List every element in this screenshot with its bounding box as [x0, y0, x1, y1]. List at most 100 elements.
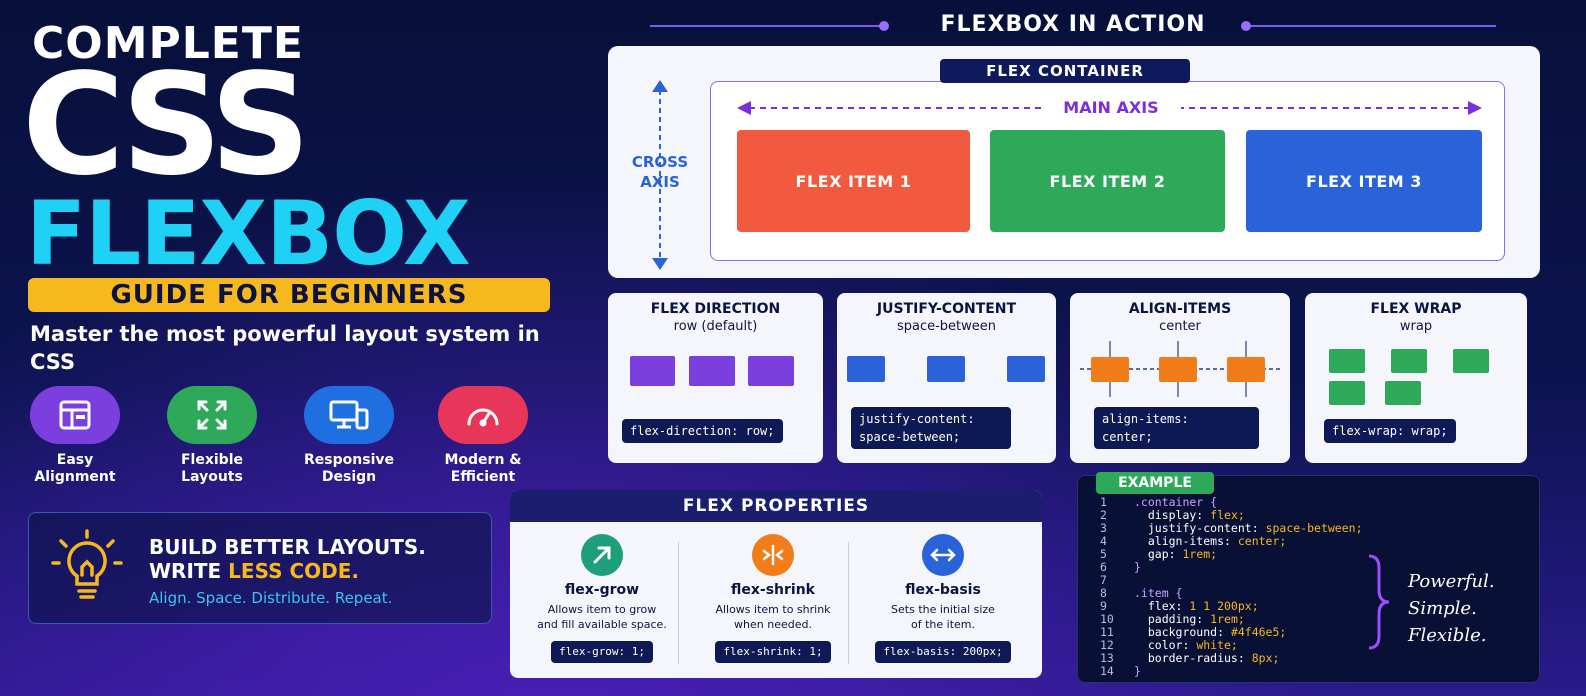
flex-container-box: MAIN AXIS FLEX ITEM 1 FLEX ITEM 2 FLEX I… — [710, 81, 1505, 261]
code-line: 5 gap: 1rem; — [1100, 548, 1363, 561]
code-value: space-between; — [1265, 521, 1363, 535]
feature-label: Alignment — [34, 469, 116, 485]
property-name: flex-shrink — [731, 582, 815, 598]
code-selector: .container { — [1134, 495, 1218, 509]
line-number: 9 — [1100, 599, 1107, 613]
code-value: center; — [1237, 534, 1287, 548]
code-line: space-between; — [859, 430, 961, 444]
code-line: 13 border-radius: 8px; — [1100, 652, 1363, 665]
hero-subtitle: Master the most powerful layout system i… — [30, 322, 540, 374]
line-number: 13 — [1100, 651, 1114, 665]
cross-axis-word: CROSS — [631, 153, 689, 171]
code-line: 3 justify-content: space-between; — [1100, 522, 1363, 535]
note-line: Simple. — [1408, 598, 1477, 619]
card-code: flex-wrap: wrap; — [1324, 419, 1456, 443]
card-title: FLEX WRAP — [1370, 301, 1462, 317]
code-line: 2 display: flex; — [1100, 509, 1363, 522]
curly-brace-decoration — [1368, 554, 1390, 650]
code-line: 4 align-items: center; — [1100, 535, 1363, 548]
property-name: flex-grow — [564, 582, 640, 598]
note-line: Powerful. — [1408, 571, 1495, 592]
line-number: 11 — [1100, 625, 1114, 639]
code-selector: } — [1134, 664, 1141, 678]
description-line: Sets the initial size — [891, 603, 995, 616]
main-axis-arrow — [737, 101, 1482, 115]
cross-axis-arrow — [652, 80, 668, 270]
lightbulb-icon — [47, 529, 127, 613]
card-title: JUSTIFY-CONTENT — [876, 301, 1017, 317]
build-headline: BUILD BETTER LAYOUTS.WRITE LESS CODE. — [149, 535, 426, 583]
card-justify-content: JUSTIFY-CONTENT space-between justify-co… — [837, 293, 1056, 463]
description-line: Allows item to shrink — [715, 603, 831, 616]
line-number: 4 — [1100, 534, 1107, 548]
properties-title: FLEX PROPERTIES — [510, 490, 1042, 522]
build-line2: WRITE — [149, 559, 229, 583]
code-property: border-radius: — [1134, 651, 1252, 665]
guide-banner: GUIDE FOR BEGINNERS — [28, 278, 550, 312]
code-line: 14} — [1100, 665, 1363, 678]
align-center-illustration — [1080, 341, 1280, 397]
code-value: 8px; — [1251, 651, 1280, 665]
code-line: center; — [1102, 430, 1153, 444]
card-flex-direction: FLEX DIRECTION row (default) flex-direct… — [608, 293, 823, 463]
example-code-panel: EXAMPLE 1.container {2 display: flex;3 j… — [1077, 472, 1540, 683]
code-line: align-items: — [1102, 412, 1189, 426]
code-value: #4f46e5; — [1230, 625, 1287, 639]
feature-label: Responsive — [304, 452, 394, 468]
code-listing: 1 .container {2 display: flex;3 justify-c… — [1100, 496, 1363, 678]
code-property: justify-content: — [1134, 521, 1266, 535]
horizontal-arrows-icon — [922, 534, 964, 576]
line-number: 6 — [1100, 560, 1107, 574]
card-title: ALIGN-ITEMS — [1128, 301, 1232, 317]
property-code: flex-basis: 200px; — [875, 641, 1011, 663]
feature-label: Efficient — [450, 469, 516, 485]
code-property: align-items: — [1134, 534, 1238, 548]
flex-item-3: FLEX ITEM 3 — [1246, 130, 1482, 232]
feature-label: Design — [321, 469, 377, 485]
line-number: 10 — [1100, 612, 1114, 626]
space-between-illustration — [847, 356, 1045, 382]
line-number: 14 — [1100, 664, 1114, 678]
hero-line-flexbox: FLEXBOX — [26, 182, 471, 285]
feature-label: Easy — [56, 452, 94, 468]
header-rule-decoration — [650, 21, 1496, 31]
line-number: 8 — [1100, 586, 1107, 600]
divider — [678, 542, 679, 664]
code-value: white; — [1196, 638, 1238, 652]
build-callout: BUILD BETTER LAYOUTS.WRITE LESS CODE. Al… — [28, 512, 492, 624]
card-code: flex-direction: row; — [622, 419, 783, 443]
main-axis-label: MAIN AXIS — [1041, 98, 1181, 117]
property-description: Sets the initial size of the item. — [858, 602, 1028, 632]
code-line: 12 color: white; — [1100, 639, 1363, 652]
code-value: flex; — [1210, 508, 1245, 522]
code-line: 6} — [1100, 561, 1363, 574]
flex-container-label: FLEX CONTAINER — [940, 59, 1190, 83]
line-number: 1 — [1100, 495, 1107, 509]
line-number: 3 — [1100, 521, 1107, 535]
flex-properties-panel: FLEX PROPERTIES flex-grow Allows item to… — [510, 490, 1042, 678]
line-number: 12 — [1100, 638, 1114, 652]
layout-icon — [30, 386, 120, 444]
build-tagline: Align. Space. Distribute. Repeat. — [149, 589, 393, 607]
description-line: and fill available space. — [537, 618, 667, 631]
wrap-illustration — [1329, 349, 1489, 405]
card-title: FLEX DIRECTION — [650, 301, 781, 317]
feature-modern-efficient: Modern &Efficient — [420, 386, 546, 486]
code-line: 11 background: #4f46e5; — [1100, 626, 1363, 639]
card-subtitle: center — [1159, 319, 1201, 334]
code-property: background: — [1134, 625, 1231, 639]
build-line1: BUILD BETTER LAYOUTS. — [149, 535, 426, 559]
card-align-items: ALIGN-ITEMS center align-items: center; — [1070, 293, 1290, 463]
expand-arrows-icon — [167, 386, 257, 444]
description-line: of the item. — [911, 618, 975, 631]
code-value: 1 1 200px; — [1189, 599, 1259, 613]
code-value: 1rem; — [1182, 547, 1218, 561]
code-selector: .item { — [1134, 586, 1183, 600]
card-subtitle: space-between — [896, 319, 997, 334]
